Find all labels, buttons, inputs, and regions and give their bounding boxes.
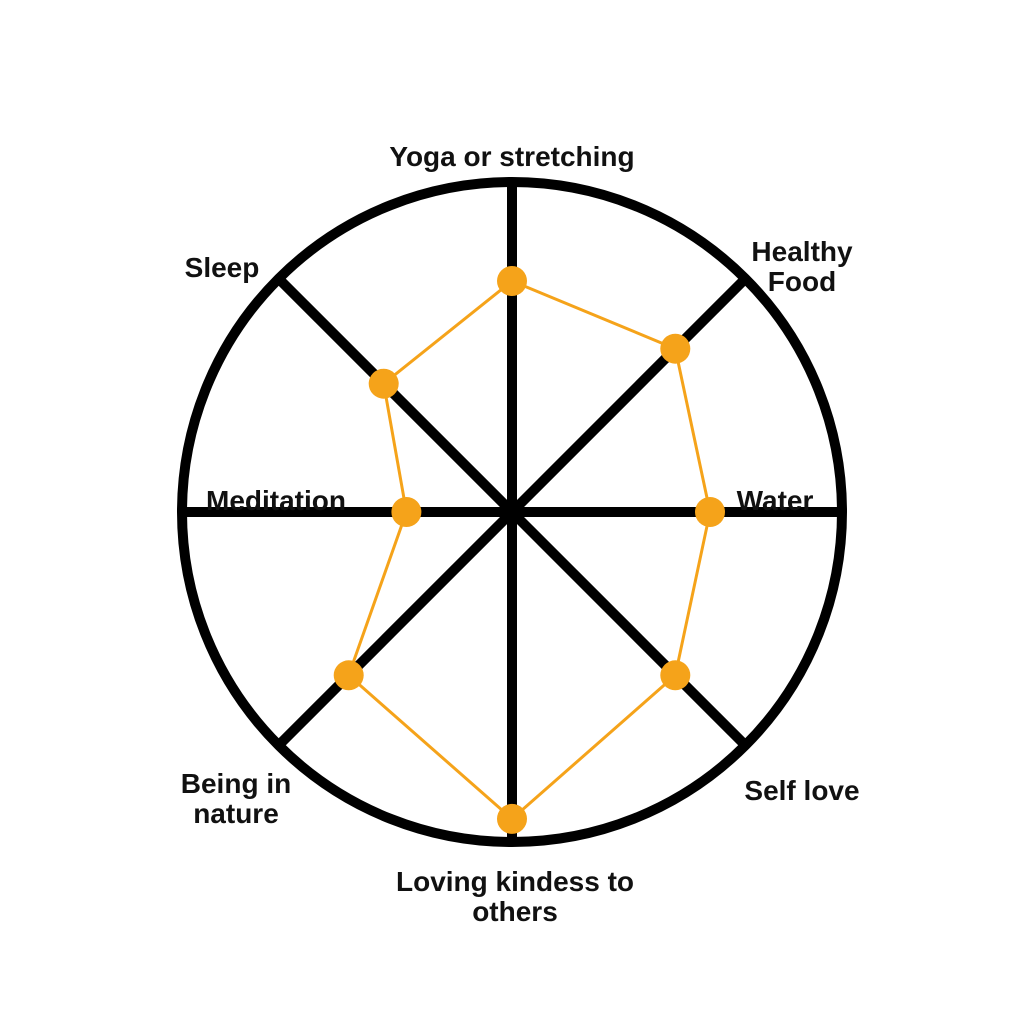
category-label-line: nature — [193, 798, 279, 829]
category-label-line: Healthy — [751, 236, 853, 267]
data-point-5 — [333, 660, 364, 691]
category-label-line: Loving kindess to — [396, 866, 634, 897]
category-label-2: Water — [737, 485, 814, 516]
data-point-0 — [497, 266, 527, 296]
category-label-7: Sleep — [185, 252, 260, 283]
category-label-line: Food — [768, 266, 836, 297]
category-label-line: others — [472, 896, 558, 927]
category-label-line: Yoga or stretching — [389, 141, 634, 172]
data-point-4 — [497, 803, 527, 834]
spoke-3 — [508, 508, 749, 749]
category-label-line: Water — [737, 485, 814, 516]
spoke-7 — [275, 275, 516, 516]
data-point-2 — [695, 497, 725, 527]
data-point-3 — [660, 660, 691, 691]
spoke-1 — [508, 275, 749, 516]
category-label-line: Being in — [181, 768, 291, 799]
data-point-6 — [391, 497, 422, 527]
data-point-7 — [368, 368, 399, 399]
category-label-6: Meditation — [206, 485, 346, 516]
wheel-frame — [177, 177, 847, 847]
data-point-1 — [660, 333, 691, 364]
spoke-5 — [275, 508, 516, 749]
category-label-line: Self love — [744, 775, 859, 806]
wheel-series — [333, 266, 725, 834]
category-label-3: Self love — [744, 775, 859, 806]
category-label-line: Meditation — [206, 485, 346, 516]
category-label-line: Sleep — [185, 252, 260, 283]
category-label-0: Yoga or stretching — [389, 141, 634, 172]
